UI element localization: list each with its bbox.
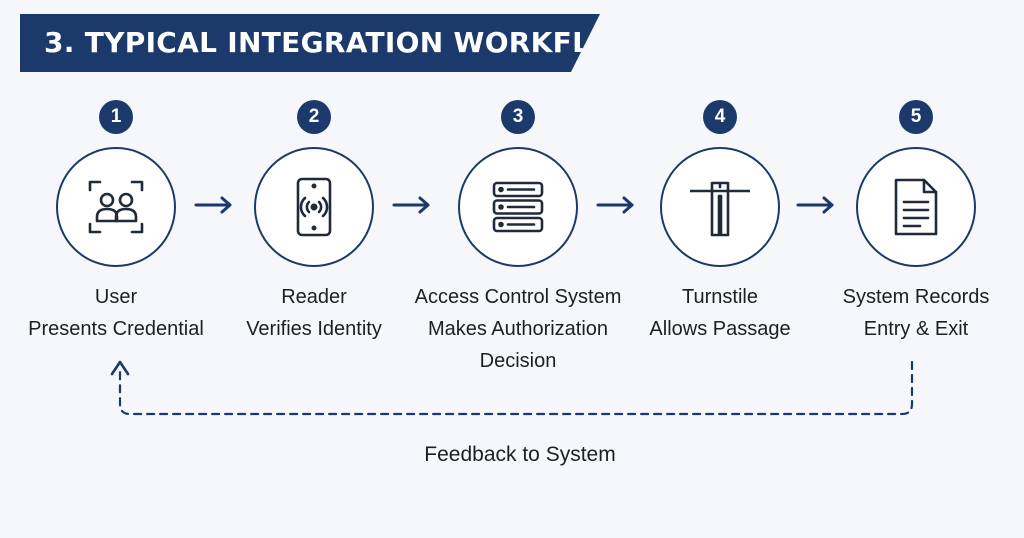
flow-arrow bbox=[392, 196, 430, 214]
step-number-badge: 5 bbox=[899, 100, 933, 134]
step-number-badge: 2 bbox=[297, 100, 331, 134]
step-label-line: System Records bbox=[842, 286, 990, 308]
document-icon bbox=[894, 178, 938, 236]
step-label-line: Access Control System bbox=[414, 286, 622, 308]
step-label-line: Reader bbox=[281, 286, 347, 308]
step-label: Turnstile Allows Passage bbox=[610, 281, 830, 345]
turnstile-icon bbox=[690, 181, 750, 237]
step-label-line: Makes Authorization bbox=[427, 318, 609, 340]
step-label-line: Presents Credential bbox=[28, 318, 204, 340]
step-label-line: Decision bbox=[479, 350, 557, 372]
step-label-line: Entry & Exit bbox=[863, 318, 969, 340]
step-number-badge: 3 bbox=[501, 100, 535, 134]
flow-arrow bbox=[596, 196, 634, 214]
server-stack-icon bbox=[492, 181, 544, 233]
step-number-badge: 4 bbox=[703, 100, 737, 134]
step-label-line: Allows Passage bbox=[649, 318, 791, 340]
users-credential-icon bbox=[88, 180, 144, 234]
header-banner: 3. TYPICAL INTEGRATION WORKFLOW bbox=[20, 14, 600, 72]
step-icon-circle bbox=[56, 147, 176, 267]
step-icon-circle bbox=[458, 147, 578, 267]
flow-arrow bbox=[194, 196, 232, 214]
page-title: 3. TYPICAL INTEGRATION WORKFLOW bbox=[44, 26, 645, 59]
feedback-label: Feedback to System bbox=[424, 443, 616, 466]
step-label-line: Turnstile bbox=[682, 286, 758, 308]
step-icon-circle bbox=[856, 147, 976, 267]
step-label: Reader Verifies Identity bbox=[204, 281, 424, 345]
step-number-badge: 1 bbox=[99, 100, 133, 134]
step-icon-circle bbox=[254, 147, 374, 267]
step-icon-circle bbox=[660, 147, 780, 267]
step-label-line: Verifies Identity bbox=[246, 318, 382, 340]
rfid-reader-icon bbox=[296, 177, 332, 237]
step-label: System Records Entry & Exit bbox=[806, 281, 1024, 345]
flow-arrow bbox=[796, 196, 834, 214]
step-label-line: User bbox=[94, 286, 138, 308]
step-label: User Presents Credential bbox=[6, 281, 226, 345]
step-label: Access Control System Makes Authorizatio… bbox=[408, 281, 628, 377]
